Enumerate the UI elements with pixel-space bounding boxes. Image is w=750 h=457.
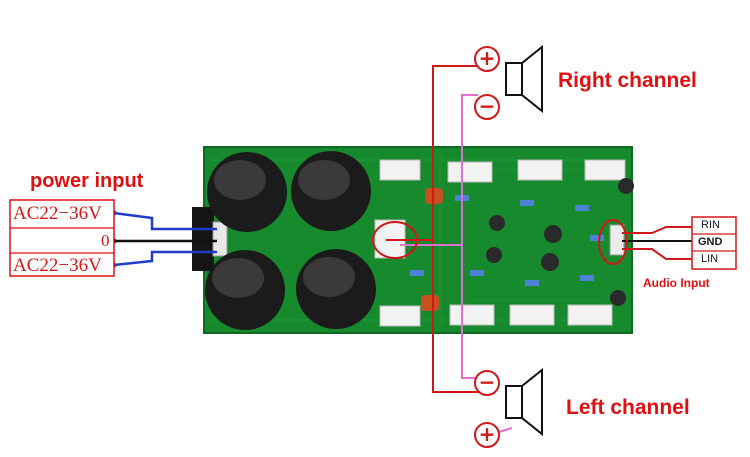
capacitor-icon: [205, 151, 376, 330]
audio-input-label: Audio Input: [643, 276, 710, 290]
pcb-board: [192, 146, 634, 334]
heatsink-bar: [192, 207, 214, 271]
speaker-icon: [505, 367, 543, 437]
power-terminal-3: AC22−36V: [13, 255, 102, 276]
audio-terminal-rin: RIN: [701, 219, 720, 231]
audio-terminal-gnd: GND: [698, 236, 723, 248]
left-minus-sign: −: [474, 370, 500, 396]
audio-terminal-lin: LIN: [701, 253, 719, 265]
left-channel-label: Left channel: [566, 396, 690, 419]
power-terminal-1: AC22−36V: [13, 203, 102, 224]
audio-input-box: [691, 216, 737, 270]
power-wires: [113, 211, 217, 267]
right-minus-sign: −: [474, 94, 500, 120]
power-input-box: [9, 199, 115, 277]
right-channel-label: Right channel: [558, 69, 697, 92]
power-connector: [212, 221, 228, 257]
power-terminal-2: 0: [101, 231, 110, 250]
audio-wires: [622, 226, 692, 260]
highlight-speaker-connector: [372, 221, 418, 259]
power-input-label: power input: [30, 170, 144, 192]
left-plus-sign: +: [474, 422, 500, 448]
audio-connector: [609, 224, 625, 256]
speaker-icon: [505, 44, 543, 114]
right-plus-sign: +: [474, 46, 500, 72]
highlight-audio-connector: [598, 219, 628, 265]
